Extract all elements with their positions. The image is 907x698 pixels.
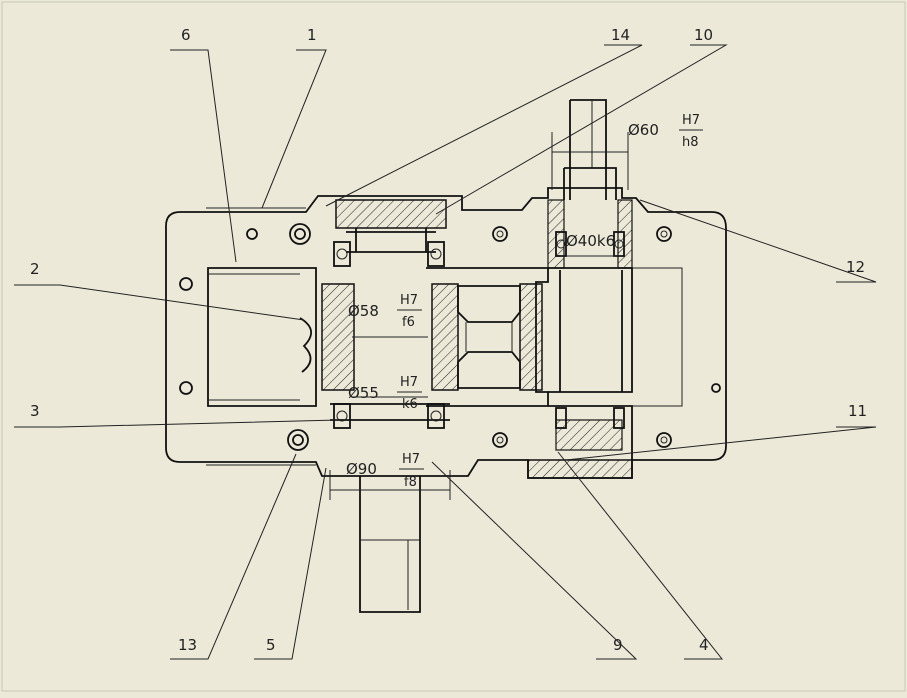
fit-prefix-o58: Ø58 <box>348 302 379 320</box>
part-label-1: 1 <box>307 26 317 44</box>
part-label-4: 4 <box>699 636 709 654</box>
part-label-9: 9 <box>613 636 623 654</box>
part-label-11: 11 <box>848 402 867 420</box>
fit-annotations: Ø60 H7 h8 Ø40k6 Ø58 H7 f6 Ø55 H7 k6 Ø90 … <box>346 113 703 490</box>
part-label-3: 3 <box>30 402 40 420</box>
dimension-lines <box>329 132 629 500</box>
fit-prefix-o60: Ø60 <box>628 121 659 139</box>
gearbox-housing <box>165 187 727 479</box>
fit-hole-o55: H7 <box>400 375 418 390</box>
part-label-14: 14 <box>611 26 630 44</box>
fit-shaft-o60: h8 <box>682 135 699 150</box>
part-label-12: 12 <box>846 258 865 276</box>
part-label-10: 10 <box>694 26 713 44</box>
fit-shaft-o58: f6 <box>402 315 415 330</box>
part-label-2: 2 <box>30 260 40 278</box>
hatched-sections <box>321 199 633 479</box>
fit-prefix-o55: Ø55 <box>348 384 379 402</box>
part-labels: 6 1 14 10 12 2 3 11 13 5 9 4 <box>30 26 867 654</box>
bolt-holes <box>179 223 721 451</box>
input-shaft <box>563 99 617 200</box>
fit-hole-o58: H7 <box>400 293 418 308</box>
fit-shaft-o55: k6 <box>402 397 418 412</box>
fit-hole-o90: H7 <box>402 452 420 467</box>
leader-lines <box>14 44 877 660</box>
fit-prefix-o90: Ø90 <box>346 460 377 478</box>
fit-hole-o60: H7 <box>682 113 700 128</box>
part-label-6: 6 <box>181 26 191 44</box>
part-label-5: 5 <box>266 636 276 654</box>
fit-prefix-o40: Ø40k6 <box>566 232 615 250</box>
part-label-13: 13 <box>178 636 197 654</box>
fit-shaft-o90: f8 <box>404 475 417 490</box>
gear-hub <box>299 285 521 389</box>
